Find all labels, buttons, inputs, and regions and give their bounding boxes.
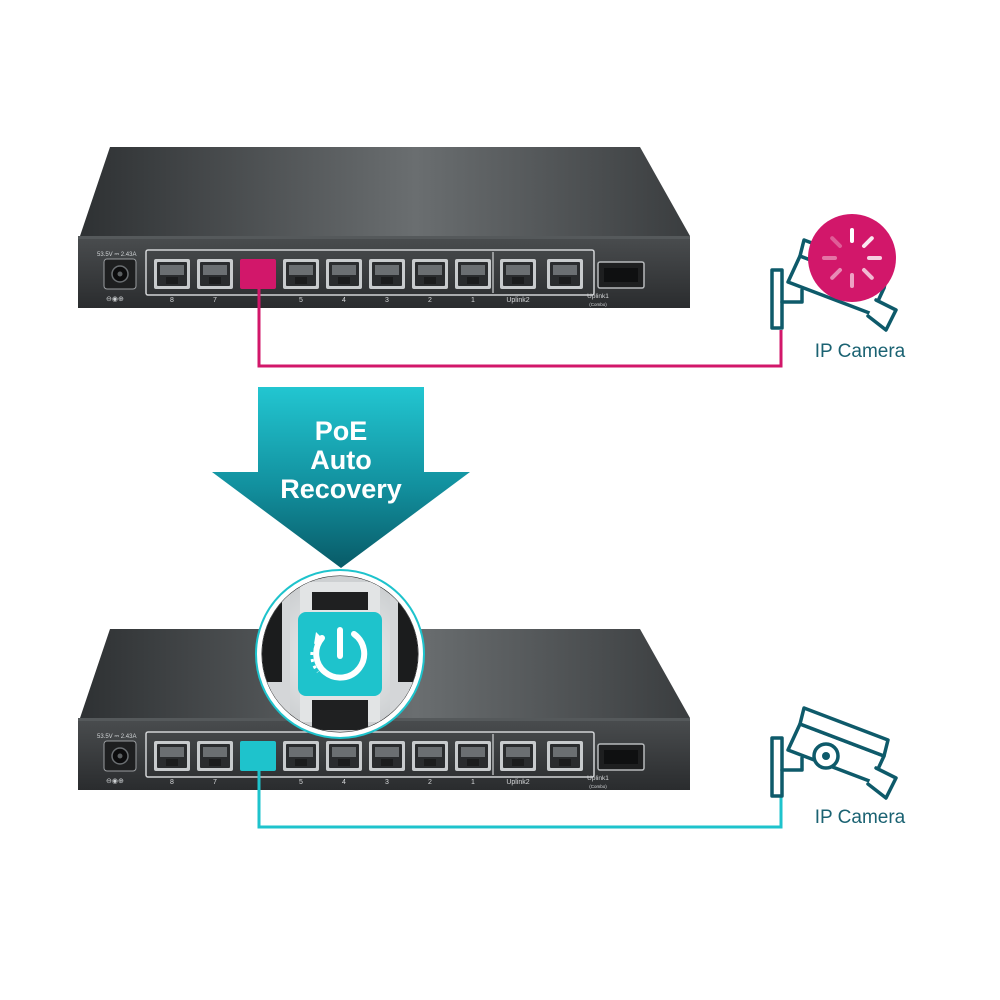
port-3 — [369, 741, 405, 771]
port-label: 1 — [471, 297, 475, 304]
power-rating-label: 53.5V ⎓ 2.43A — [97, 252, 136, 258]
port-row — [154, 252, 583, 293]
recovery-arrow: PoE Auto Recovery — [212, 387, 470, 568]
power-rating-label: 53.5V ⎓ 2.43A — [97, 734, 136, 740]
camera-label-bottom: IP Camera — [815, 807, 906, 828]
port-4 — [326, 259, 362, 289]
port-label: Uplink2 — [506, 297, 529, 304]
port-2 — [412, 741, 448, 771]
cable-recovered — [257, 771, 783, 829]
port-uplink2 — [500, 741, 536, 771]
port-label: 1 — [471, 779, 475, 786]
security-camera-icon — [770, 706, 898, 800]
port-8 — [154, 741, 190, 771]
arrow-text-line2: Auto — [310, 445, 371, 475]
port-1 — [455, 741, 491, 771]
camera-label-top: IP Camera — [815, 341, 906, 362]
port-row — [154, 734, 583, 775]
port-label: 2 — [428, 297, 432, 304]
port-label: 3 — [385, 779, 389, 786]
port-5 — [283, 741, 319, 771]
loading-spinner-icon — [808, 214, 896, 302]
port-uplink2 — [500, 259, 536, 289]
uplink1-sublabel: (Combo) — [589, 784, 607, 789]
arrow-text-line1: PoE — [315, 416, 368, 446]
port-label: 5 — [299, 779, 303, 786]
polarity-symbol: ⊖◉⊕ — [106, 778, 124, 785]
switch-top: 53.5V ⎓ 2.43A ⊖◉⊕ 8 7 5 4 3 2 1 Uplink2 … — [77, 146, 691, 309]
port-6-fault — [240, 259, 276, 289]
port-label: 8 — [170, 297, 174, 304]
port-label: 4 — [342, 779, 346, 786]
port-label: 5 — [299, 297, 303, 304]
port-6-recovered — [240, 741, 276, 771]
uplink1-label: Uplink1 — [587, 293, 609, 300]
port-label: 7 — [213, 297, 217, 304]
port-label: 4 — [342, 297, 346, 304]
port-8 — [154, 259, 190, 289]
port-3 — [369, 259, 405, 289]
port-4 — [326, 741, 362, 771]
port-5 — [283, 259, 319, 289]
port-label: 3 — [385, 297, 389, 304]
port-zoom-magnifier — [255, 569, 425, 739]
port-label: Uplink2 — [506, 779, 529, 786]
power-cycle-icon — [298, 612, 382, 696]
uplink1-label: Uplink1 — [587, 775, 609, 782]
port-7 — [197, 259, 233, 289]
polarity-symbol: ⊖◉⊕ — [106, 296, 124, 303]
port-1 — [455, 259, 491, 289]
port-uplink1 — [547, 741, 583, 771]
cable-fault — [257, 289, 783, 368]
port-uplink1 — [547, 259, 583, 289]
port-7 — [197, 741, 233, 771]
switch-bottom: 53.5V ⎓ 2.43A ⊖◉⊕ 8 7 5 4 3 2 1 Uplink2 … — [77, 628, 691, 791]
port-label: 2 — [428, 779, 432, 786]
uplink1-sublabel: (Combo) — [589, 302, 607, 307]
port-label: 8 — [170, 779, 174, 786]
port-2 — [412, 259, 448, 289]
port-label: 7 — [213, 779, 217, 786]
arrow-text-line3: Recovery — [280, 474, 402, 504]
